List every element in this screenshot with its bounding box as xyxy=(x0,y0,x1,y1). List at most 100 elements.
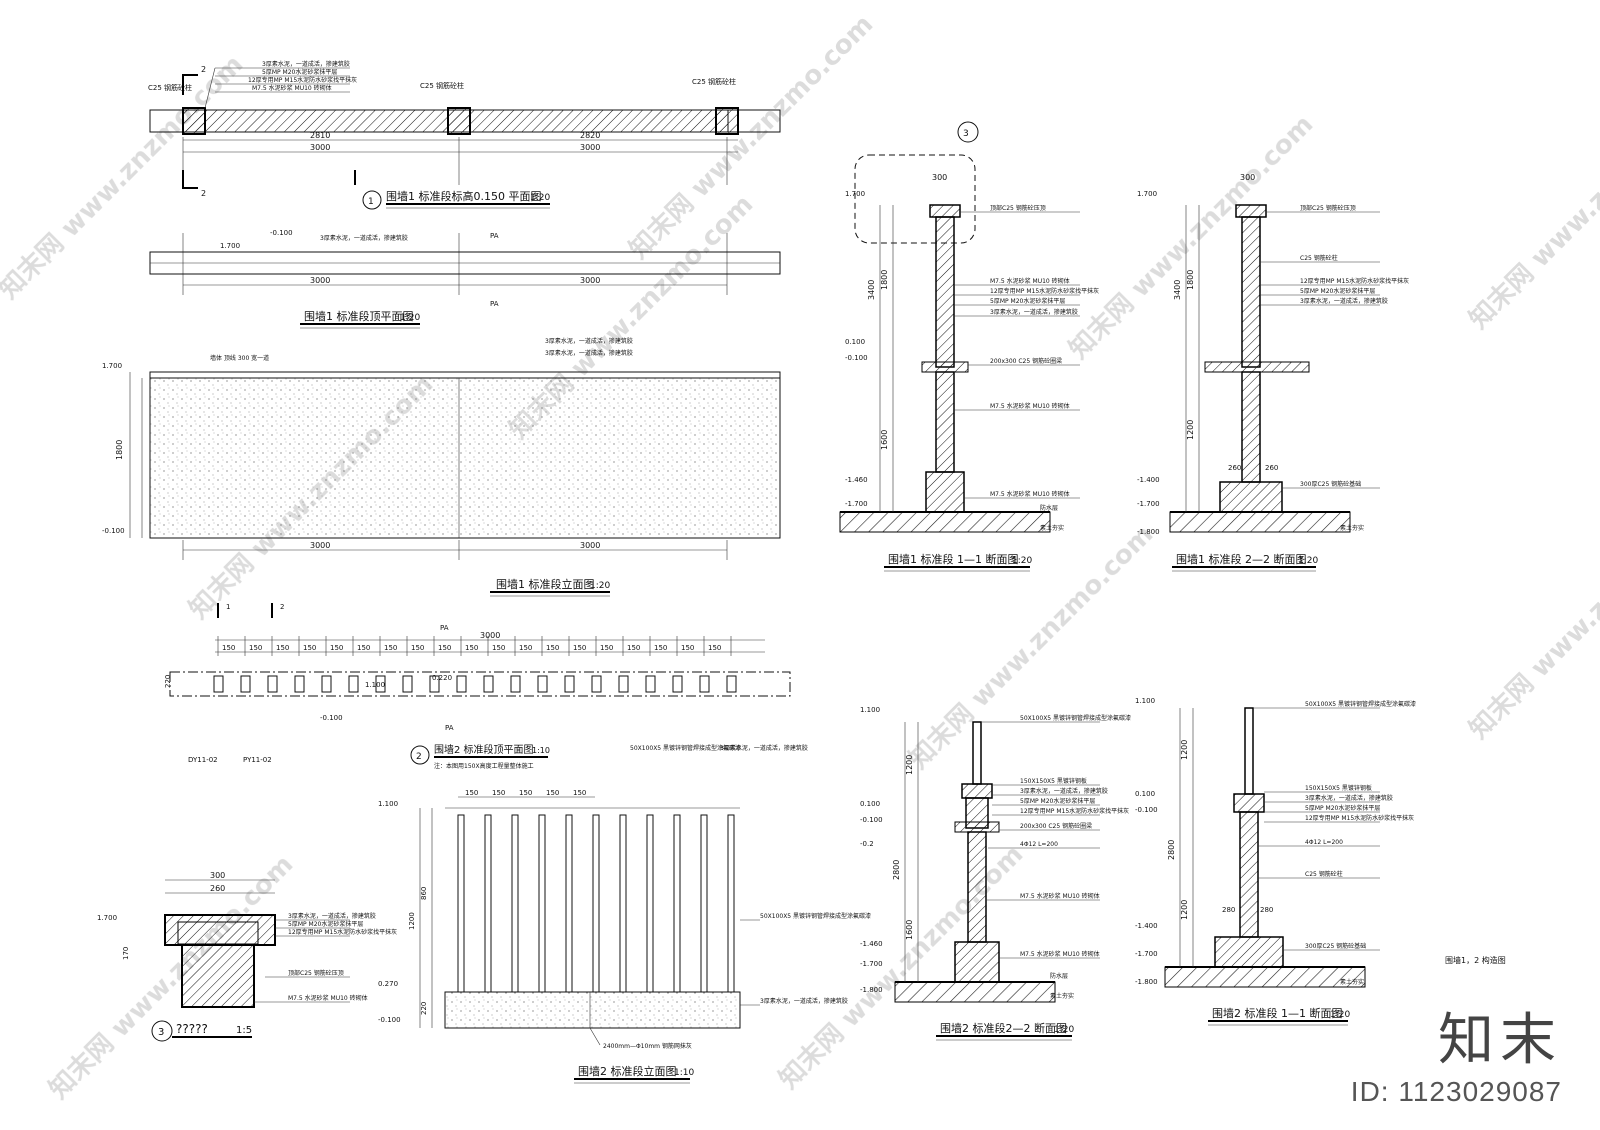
note-text: M7.5 水泥砂浆 MU10 砖砌体 xyxy=(990,490,1070,498)
note-text: 3厚素水泥，一道成活，掺建筑胶 xyxy=(262,60,350,68)
watermark-text: 知末网 www.znzmo.com xyxy=(44,849,299,1104)
level-label: 0.100 xyxy=(860,800,880,808)
note-text: 顶部C25 钢筋砼压顶 xyxy=(288,969,344,977)
dim-label: 220 xyxy=(420,1002,428,1015)
detail-3: 300 260 1.700 170 3厚素水泥，一道成活，掺建筑胶 5厚MP M… xyxy=(97,871,397,1042)
view-scale: 1:20 xyxy=(1330,1010,1350,1020)
legend-text: 围墙1，2 构造图 xyxy=(1445,955,1506,965)
post-square xyxy=(267,675,278,693)
view-title: 围墙1 标准段立面图 xyxy=(496,577,595,591)
post-square xyxy=(645,675,656,693)
dim-label: 260 xyxy=(210,884,225,893)
note-text: 墙体 顶线 300 宽一道 xyxy=(210,354,269,362)
dim-label: 150 xyxy=(330,644,343,652)
note-text: 防水层 xyxy=(1050,972,1068,980)
note-text: C25 钢筋砼柱 xyxy=(692,77,736,86)
level-label: 1.700 xyxy=(845,190,865,198)
level-label: 1.100 xyxy=(1135,697,1155,705)
note-text: M7.5 水泥砂浆 MU10 砖砌体 xyxy=(990,277,1070,285)
dim-label: 3400 xyxy=(1173,280,1182,300)
vertical-bar xyxy=(592,814,600,993)
dim-label: 1800 xyxy=(880,270,889,290)
level-label: -1.460 xyxy=(860,940,883,948)
post-square xyxy=(402,675,413,693)
note-text: 300厚C25 钢筋砼基础 xyxy=(1305,942,1366,950)
note-text: 50X100X5 黑镀锌钢管焊接成型涂氟碳漆 xyxy=(1305,700,1416,708)
view-scale: 1:20 xyxy=(590,581,610,591)
view-scale: 1:20 xyxy=(530,193,550,203)
drawing-ref: DY11-02 xyxy=(188,756,218,764)
note-text: M7.5 水泥砂浆 MU10 砖砌体 xyxy=(990,402,1070,410)
view-scale: 1:20 xyxy=(1298,556,1318,566)
note-text: 3厚素水泥，一道成活，掺建筑胶 xyxy=(288,912,376,920)
note-text: C25 钢筋砼柱 xyxy=(1305,870,1343,878)
section-1-1-wall2: 2800 1200 1200 1.100 0.100 -0.100 -1.400… xyxy=(1135,697,1416,1026)
watermark-text: 知末网 www.znzmo.com xyxy=(1064,109,1319,364)
dim-label: 150 xyxy=(546,644,559,652)
dim-label: 1600 xyxy=(905,920,914,940)
dim-label: 1200 xyxy=(408,912,416,930)
level-label: -1.700 xyxy=(1137,500,1160,508)
dim-label: 150 xyxy=(519,789,532,797)
dim-label: 150 xyxy=(708,644,721,652)
dim-label: 1200 xyxy=(1180,900,1189,920)
note-text: 300厚C25 钢筋砼基础 xyxy=(1300,480,1361,488)
level-label: 0.100 xyxy=(845,338,865,346)
view-title: 围墙2 标准段 1—1 断面图 xyxy=(1212,1006,1343,1020)
note-text: 12厚专用MP M15水泥防水砂浆找平抹灰 xyxy=(990,287,1099,295)
dim-label: 3000 xyxy=(580,276,600,285)
level-label: 0.100 xyxy=(1135,790,1155,798)
dim-label: 150 xyxy=(492,644,505,652)
dim-label: 3000 xyxy=(310,143,330,152)
note-text: 4Φ12 L=200 xyxy=(1305,839,1343,846)
dim-label: 150 xyxy=(276,644,289,652)
note-text: 3厚素水泥，一道成活，掺建筑胶 xyxy=(545,337,633,345)
note-text: C25 钢筋砼柱 xyxy=(420,81,464,90)
note-text: 5厚MP M20水泥砂浆抹平层 xyxy=(990,297,1065,305)
post-square xyxy=(591,675,602,693)
level-label: -0.100 xyxy=(845,354,868,362)
view-scale: 1:20 xyxy=(1054,1025,1074,1035)
note-text: 12厚专用MP M15水泥防水砂浆找平抹灰 xyxy=(1305,814,1414,822)
level-label: 1.700 xyxy=(97,914,117,922)
dim-label: 260 xyxy=(1228,464,1241,472)
dim-label: 150 xyxy=(249,644,262,652)
post-square xyxy=(429,675,440,693)
dim-label: 150 xyxy=(411,644,424,652)
note-text: C25 钢筋砼柱 xyxy=(1300,254,1338,262)
svg-text:1: 1 xyxy=(368,197,374,207)
dim-label: 280 xyxy=(1260,906,1273,914)
drawing-ref: PY11-02 xyxy=(243,756,272,764)
watermark-text: 知末网 www.znzmo.com xyxy=(0,49,249,304)
view-scale: 1:5 xyxy=(236,1025,252,1036)
post-square xyxy=(726,675,737,693)
level-label: -0.100 xyxy=(860,816,883,824)
note-text: 3厚素水泥，一道成活，掺建筑胶 xyxy=(1305,794,1393,802)
dim-label: 3400 xyxy=(867,280,876,300)
level-label: -0.100 xyxy=(102,527,125,535)
level-label: 1.100 xyxy=(860,706,880,714)
note-text: 150X150X5 黑镀锌钢板 xyxy=(1020,777,1087,785)
dim-label: 150 xyxy=(573,644,586,652)
svg-text:3: 3 xyxy=(963,129,969,139)
level-label: 0.270 xyxy=(378,980,398,988)
note-text: 12厚专用MP M15水泥防水砂浆找平抹灰 xyxy=(1300,277,1409,285)
view-scale: 1:10 xyxy=(532,746,550,755)
level-label: -1.700 xyxy=(1135,950,1158,958)
post-square xyxy=(213,675,224,693)
note-text: 50X100X5 黑镀锌钢管焊接成型涂氟碳漆 xyxy=(760,912,871,920)
dim-label: 3000 xyxy=(580,143,600,152)
svg-text:2: 2 xyxy=(201,189,206,198)
level-label: -0.100 xyxy=(270,229,293,237)
view-scale: 1:10 xyxy=(674,1068,694,1078)
dim-label: 150 xyxy=(654,644,667,652)
note-text: 5厚MP M20水泥砂浆抹平层 xyxy=(288,920,363,928)
dim-label: 170 xyxy=(122,947,130,960)
note-text: C25 钢筋砼柱 xyxy=(148,83,192,92)
view-scale: 1:20 xyxy=(1012,556,1032,566)
level-label: 1.700 xyxy=(220,242,240,250)
dim-label: 1200 xyxy=(1186,420,1195,440)
vertical-bar xyxy=(673,814,681,993)
note-text: 顶部C25 钢筋砼压顶 xyxy=(1300,204,1356,212)
